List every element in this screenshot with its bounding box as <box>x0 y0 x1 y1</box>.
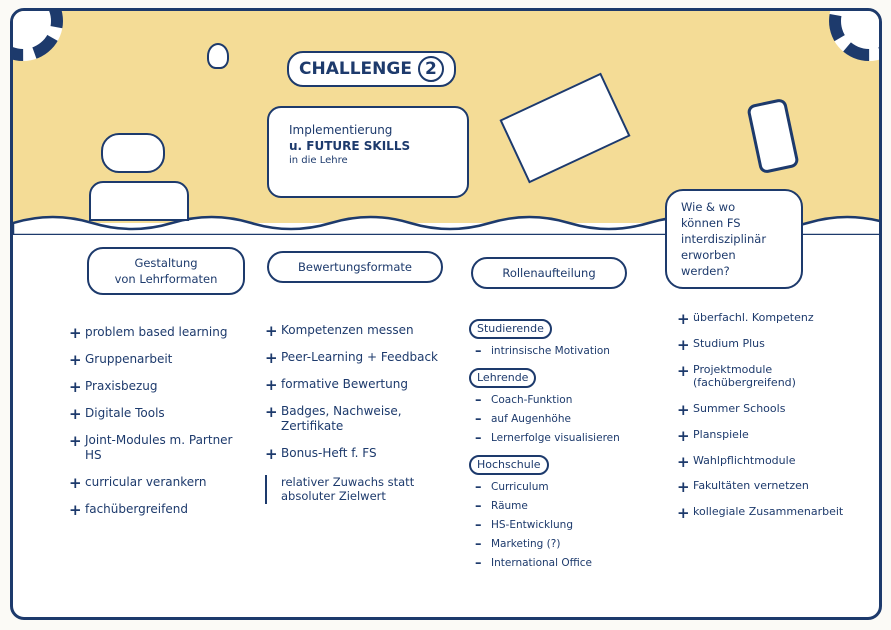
list-item: Projektmodule (fachübergreifend) <box>677 362 857 391</box>
list-item: Summer Schools <box>677 401 857 419</box>
list-item: Badges, Nachweise, Zertifikate <box>265 403 455 434</box>
list-item: HS-Entwicklung <box>475 518 645 534</box>
column-wie-wo: überfachl. Kompetenz Studium Plus Projek… <box>677 310 857 531</box>
list-item: auf Augenhöhe <box>475 412 645 428</box>
header-line: Gestaltung <box>134 256 198 270</box>
list-item: Gruppenarbeit <box>69 351 249 370</box>
robot-icon <box>101 133 165 173</box>
title-text: CHALLENGE <box>299 59 412 79</box>
group-label: Hochschule <box>469 455 549 475</box>
list-item: überfachl. Kompetenz <box>677 310 857 328</box>
list-item: Kompetenzen messen <box>265 322 455 341</box>
header-line: interdisziplinär <box>681 232 767 247</box>
list-item: curricular verankern <box>69 474 249 493</box>
list-item: Wahlpflichtmodule <box>677 453 857 471</box>
list-item: Curriculum <box>475 480 645 496</box>
column-header-rollenaufteilung: Rollenaufteilung <box>471 257 627 290</box>
header-line: Rollenaufteilung <box>502 266 596 280</box>
list-item: intrinsische Motivation <box>475 344 645 360</box>
list-item: International Office <box>475 556 645 572</box>
list-item: Studium Plus <box>677 336 857 354</box>
list-item: Planspiele <box>677 427 857 445</box>
challenge-title: CHALLENGE 2 <box>287 51 456 87</box>
header-line: erworben <box>681 248 736 263</box>
column-header-lehrformate: Gestaltung von Lehrformaten <box>87 247 245 296</box>
column-header-wie-wo: Wie & wo können FS interdisziplinär erwo… <box>665 189 803 290</box>
subtitle-line: in die Lehre <box>289 155 348 167</box>
list-item: Marketing (?) <box>475 537 645 553</box>
list-item: Lernerfolge visualisieren <box>475 431 645 447</box>
group-label: Lehrende <box>469 367 537 388</box>
list-item: Praxisbezug <box>69 378 249 397</box>
column-bewertungsformate: Kompetenzen messen Peer-Learning + Feedb… <box>265 322 455 504</box>
list-item: Coach-Funktion <box>475 393 645 409</box>
group-label: Studierende <box>469 319 552 339</box>
challenge-number: 2 <box>417 56 444 82</box>
list-item: Peer-Learning + Feedback <box>265 349 455 368</box>
list-item: fachübergreifend <box>69 501 249 520</box>
header-line: werden? <box>681 264 730 279</box>
column-header-bewertungsformate: Bewertungsformate <box>267 251 443 284</box>
lightbulb-icon <box>207 43 229 69</box>
subtitle-line: Implementierung <box>289 123 393 137</box>
note: relativer Zuwachs statt absoluter Zielwe… <box>265 475 455 504</box>
header-line: Bewertungsformate <box>298 260 412 274</box>
column-lehrformate: problem based learning Gruppenarbeit Pra… <box>69 324 249 529</box>
list-item: Joint-Modules m. Partner HS <box>69 432 249 463</box>
header-line: Wie & wo <box>681 200 736 214</box>
sketchnote-frame: CHALLENGE 2 Implementierung u. FUTURE SK… <box>10 8 882 620</box>
list-item: formative Bewertung <box>265 376 455 395</box>
list-item: Fakultäten vernetzen <box>677 478 857 496</box>
list-item: problem based learning <box>69 324 249 343</box>
subtitle-line: u. FUTURE SKILLS <box>289 139 411 154</box>
column-rollenaufteilung: Studierende intrinsische Motivation Lehr… <box>469 315 645 576</box>
header-line: können FS <box>681 216 741 231</box>
list-item: Bonus-Heft f. FS <box>265 445 455 464</box>
subtitle-box: Implementierung u. FUTURE SKILLS in die … <box>267 106 469 198</box>
header-line: von Lehrformaten <box>114 272 218 287</box>
list-item: Digitale Tools <box>69 405 249 424</box>
list-item: kollegiale Zusammenarbeit <box>677 504 857 522</box>
robot-body <box>89 181 189 221</box>
list-item: Räume <box>475 499 645 515</box>
